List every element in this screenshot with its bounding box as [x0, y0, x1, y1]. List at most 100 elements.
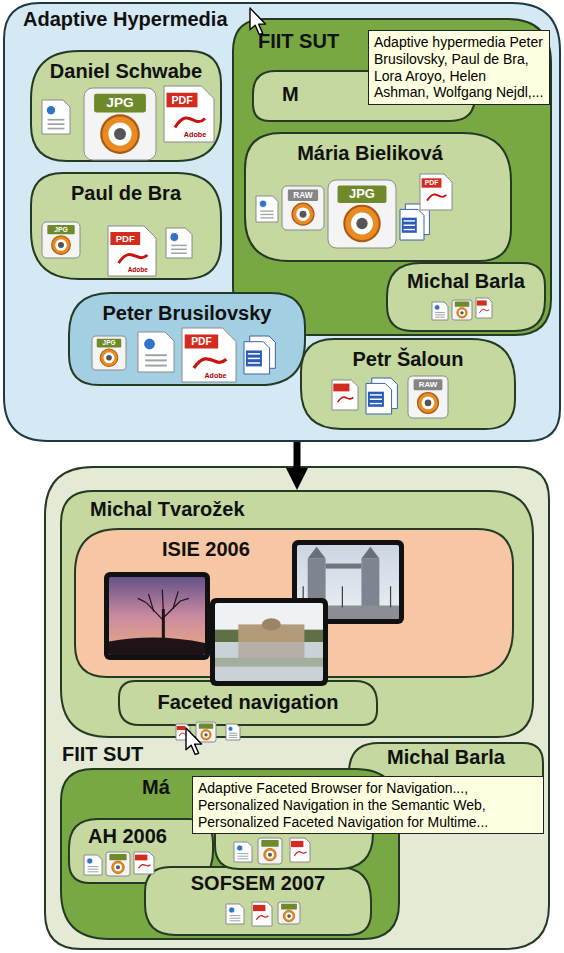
- region-blob: FIIT SUTMichal TvarožekISIE 2006Faceted …: [44, 466, 550, 950]
- icon-frame: [452, 300, 472, 320]
- photo-dome: [262, 618, 281, 630]
- icon-page: [400, 209, 424, 240]
- icon-label: PDF: [116, 234, 135, 244]
- icon-globe: [228, 726, 233, 731]
- icon-banner: [291, 841, 303, 847]
- icon-label: JPG: [54, 226, 68, 233]
- region-label: Michal Tvarožek: [90, 498, 245, 521]
- label-holder: JPG: [103, 340, 116, 346]
- icon-label: JPG: [103, 340, 116, 346]
- icon-line: [229, 733, 237, 734]
- icon-line: [248, 358, 260, 360]
- icon-page: [432, 302, 448, 320]
- icon-frame: [258, 838, 282, 864]
- file-icon: [92, 336, 126, 370]
- icon-banner: [110, 232, 140, 245]
- photo-lamp: [342, 586, 343, 607]
- region-label: Peter Brusilovsky: [103, 302, 272, 325]
- icon-banner: [422, 178, 442, 187]
- icon-banner: [47, 225, 74, 234]
- icon-page: [138, 332, 174, 372]
- icon-label: JPG: [106, 96, 133, 110]
- icon-swirl: [338, 397, 354, 402]
- photo-tree: [162, 609, 165, 642]
- icon-line: [230, 920, 241, 921]
- file-icon: [182, 328, 236, 382]
- icon-line: [435, 317, 445, 318]
- label-holder: PDF: [425, 180, 439, 187]
- icon-lens: [425, 400, 432, 407]
- mouse-cursor: [186, 728, 202, 754]
- icon-line: [229, 735, 237, 736]
- icon-lens: [351, 213, 373, 235]
- label-holder: PDF: [191, 336, 212, 346]
- icon-swirl: [119, 254, 148, 263]
- label-holder: JPG: [349, 188, 375, 201]
- icon-lens: [104, 352, 115, 363]
- icon-banner: [177, 726, 186, 730]
- icon-line: [171, 252, 187, 254]
- icon-swirl: [175, 118, 205, 128]
- icon-line: [88, 869, 99, 870]
- region-label: SOFSEM 2007: [191, 872, 326, 895]
- icon-lens: [283, 910, 294, 921]
- file-icon: [244, 336, 275, 374]
- file-icon: [164, 86, 214, 142]
- region-outline-path: [301, 339, 515, 429]
- photo-tree: [138, 598, 146, 602]
- icon-label: PDF: [425, 180, 439, 187]
- file-icon: [282, 186, 324, 230]
- icon-line: [260, 210, 273, 211]
- icon-page: [420, 174, 452, 210]
- file-icon: [278, 902, 300, 924]
- region-label: Adaptive Hypermedia: [23, 8, 228, 31]
- file-icon: [452, 300, 472, 320]
- photo-tree: [180, 598, 188, 601]
- icon-banner: [94, 94, 146, 113]
- file-icon: [134, 852, 154, 874]
- icon-page-front: [366, 383, 392, 414]
- icon-frame: [282, 186, 324, 230]
- photo-walkway: [326, 564, 362, 569]
- icon-line: [404, 229, 415, 230]
- icon-lens: [112, 861, 124, 873]
- icon-lens: [285, 913, 292, 920]
- icon-line: [230, 915, 241, 916]
- icon-lens: [55, 239, 67, 251]
- icon-frame: [42, 222, 80, 258]
- region-label: Paul de Bra: [71, 182, 181, 205]
- icon-label: JPG: [349, 188, 375, 201]
- label-holder: JPG: [106, 96, 133, 110]
- photo-water: [215, 642, 323, 681]
- photo-hill: [109, 638, 205, 655]
- icon-banner: [109, 854, 126, 860]
- icon-line: [88, 866, 99, 867]
- icon-badge: [368, 392, 384, 407]
- icon-line: [260, 217, 273, 218]
- icon-lens: [268, 853, 272, 857]
- icon-line: [238, 856, 249, 857]
- icon-lens: [287, 914, 291, 918]
- icon-banner: [288, 190, 318, 201]
- icon-lens: [418, 392, 439, 413]
- region-outline-path: [4, 3, 560, 441]
- file-icon: [476, 298, 492, 318]
- icon-banner: [477, 300, 487, 305]
- region-outline-path: [31, 173, 221, 279]
- icon-frame: [408, 376, 448, 418]
- icon-lens: [201, 730, 211, 740]
- icon-frame: [106, 852, 130, 876]
- icon-label: Adobe: [184, 132, 207, 139]
- file-icon: [256, 196, 278, 222]
- label-holder: Adaptive hypermedia Peter Brusilovsky, P…: [368, 30, 550, 105]
- file-icon: [108, 226, 156, 276]
- label-holder: JPG: [54, 226, 68, 233]
- file-icon: [138, 332, 174, 372]
- icon-line: [88, 871, 99, 872]
- photo-tree: [162, 590, 163, 612]
- icon-globe: [170, 233, 179, 242]
- icon-globe: [229, 907, 235, 913]
- label-holder: RAW: [293, 191, 312, 199]
- icon-page: [256, 196, 278, 222]
- photo-thumbnail: [104, 572, 210, 660]
